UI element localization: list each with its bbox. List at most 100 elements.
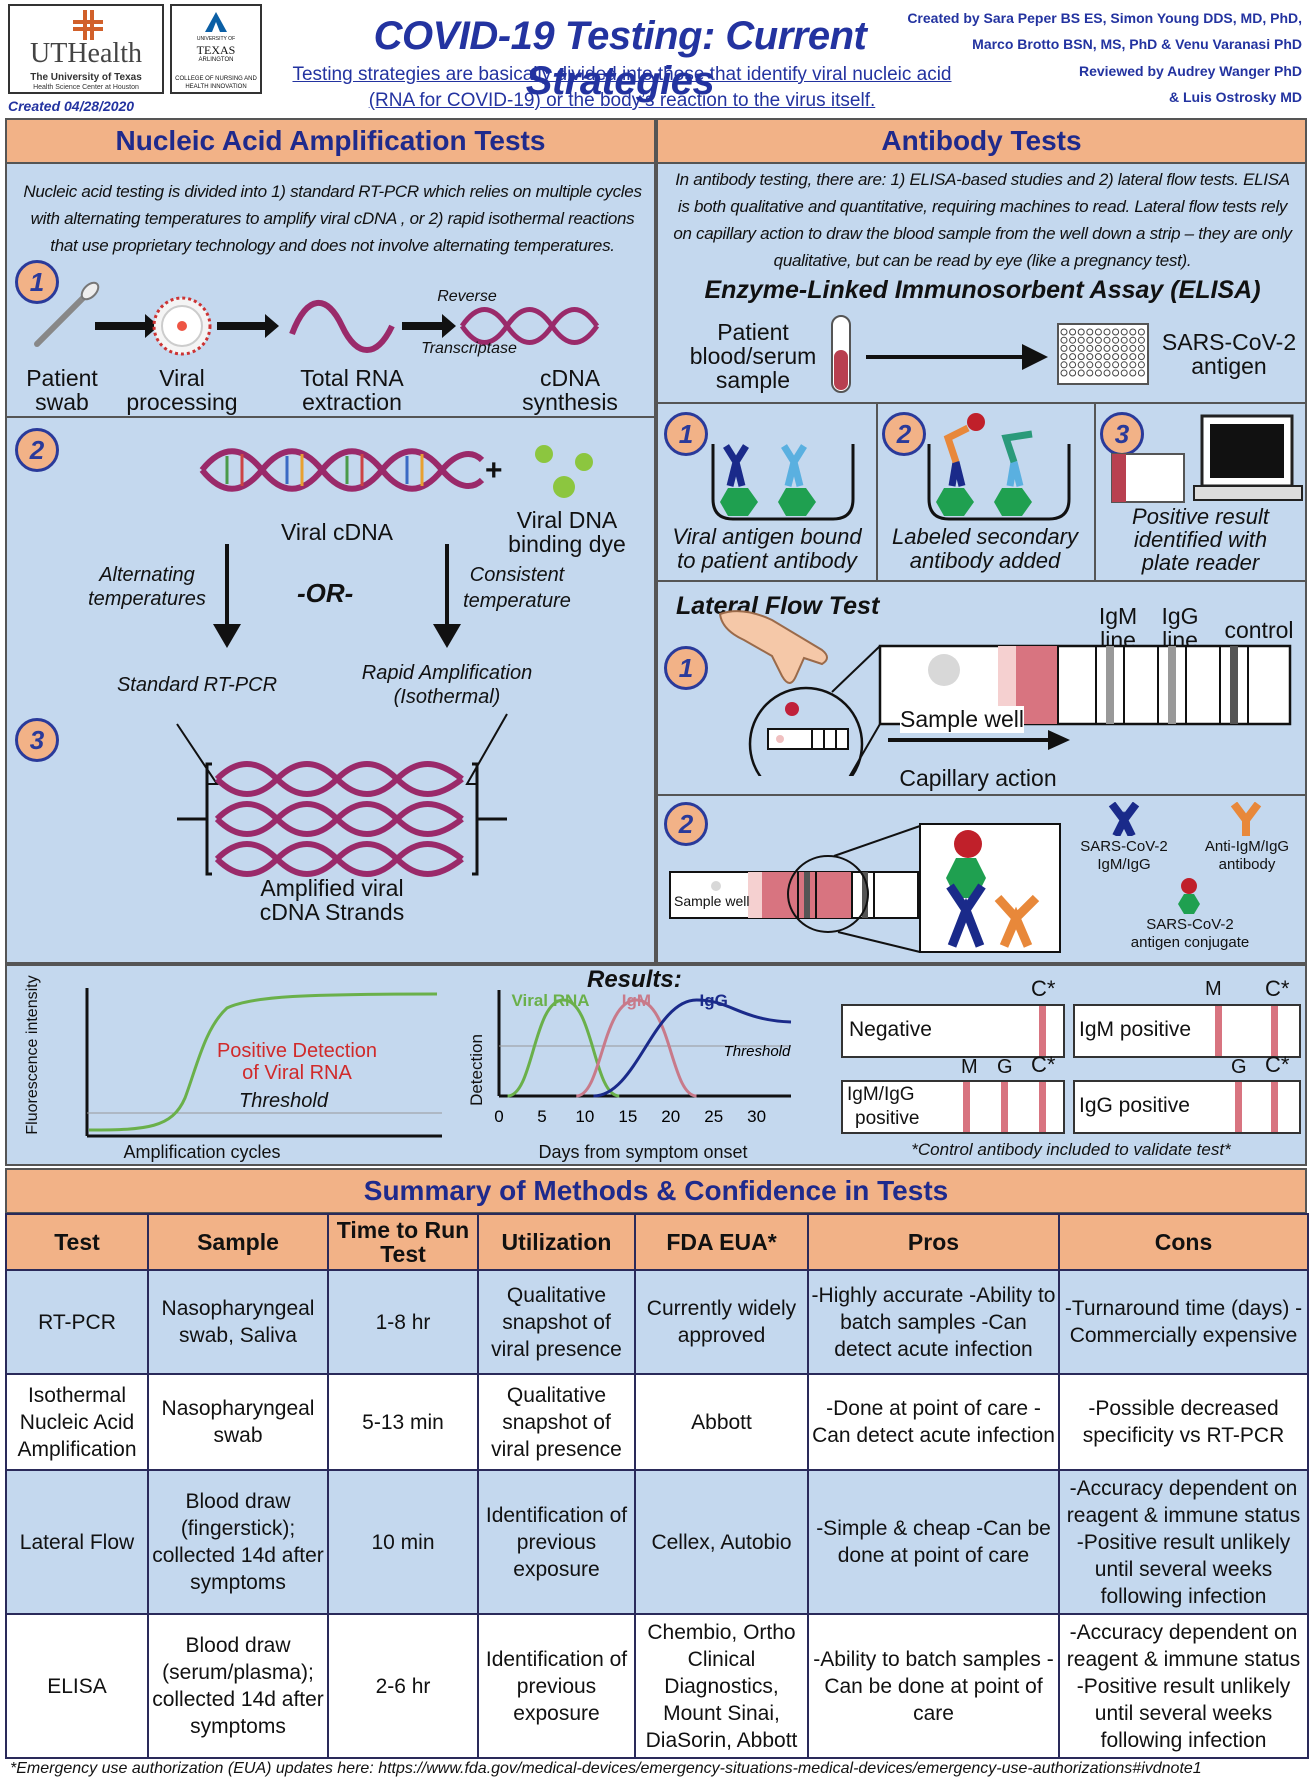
plate-well <box>1069 361 1077 369</box>
table-cell: Abbott <box>634 1373 809 1471</box>
strip-note: *Control antibody included to validate t… <box>911 1140 1231 1159</box>
results-panel: Results: Fluorescence intensity Positive… <box>5 964 1307 1166</box>
plate-well <box>1060 361 1068 369</box>
uthealth-emblem-icon <box>73 10 103 40</box>
plate-well <box>1077 344 1085 352</box>
control-line <box>1039 1082 1046 1132</box>
table-row: ELISA Blood draw (serum/plasma); collect… <box>5 1613 1309 1759</box>
table-cell: Cellex, Autobio <box>634 1469 809 1615</box>
fluorescence-chart <box>85 988 442 1138</box>
series-label-3: IgG <box>700 991 728 1010</box>
consistent-label-2: temperature <box>463 590 571 612</box>
antibody-heading: Antibody Tests <box>881 125 1082 156</box>
credit-line-2: Marco Brotto BSN, MS, PhD & Venu Varanas… <box>972 36 1302 52</box>
plate-well <box>1060 328 1068 336</box>
plate-well <box>1094 344 1102 352</box>
plate-well <box>1086 328 1094 336</box>
result-iggm-positive: IgM/IgG positive <box>841 1080 1065 1134</box>
plate-well <box>1077 353 1085 361</box>
label-patient-swab-2: swab <box>35 389 89 415</box>
naat-divider <box>7 416 656 418</box>
arrow-icon <box>217 314 279 338</box>
footnote-link[interactable]: *Emergency use authorization (EUA) updat… <box>10 1760 1202 1777</box>
plate-well <box>1120 369 1128 377</box>
table-cell: Qualitative snapshot of viral presence <box>477 1373 636 1471</box>
antibody-intro-3: on capillary action to draw the blood sa… <box>673 224 1292 243</box>
igg-line-label-1: IgG <box>1161 603 1199 629</box>
plate-well <box>1129 353 1137 361</box>
dye-label-2: binding dye <box>508 531 626 557</box>
result-igg-positive: IgG positive <box>1073 1080 1301 1134</box>
plate-well <box>1103 344 1111 352</box>
fluor-xlabel: Amplification cycles <box>123 1142 281 1162</box>
table-cell: RT-PCR <box>5 1269 149 1375</box>
table-cell: Nasopharyngeal swab <box>147 1373 329 1471</box>
plate-well <box>1086 369 1094 377</box>
plate-well <box>1069 344 1077 352</box>
table-cell: 1-8 hr <box>327 1269 479 1375</box>
plate-well <box>1137 344 1145 352</box>
plate-well <box>1137 353 1145 361</box>
down-arrow-icon <box>213 624 241 648</box>
plate-well <box>1120 361 1128 369</box>
control-line <box>1271 1006 1278 1056</box>
uthealth-sub1: The University of Texas <box>30 72 142 83</box>
naat-step1-illustration <box>34 281 600 356</box>
strip-m-1: M <box>1205 978 1222 1000</box>
label-rna-extraction-1: Total RNA <box>300 365 404 391</box>
plate-well <box>1112 328 1120 336</box>
arrow-icon <box>95 314 159 338</box>
plate-well <box>1129 336 1137 344</box>
table-cell: -Simple & cheap -Can be done at point of… <box>807 1469 1060 1615</box>
naat-intro-2: with alternating temperatures to amplify… <box>30 209 635 228</box>
col-header-pros: Pros <box>807 1213 1060 1271</box>
table-cell: Nasopharyngeal swab, Saliva <box>147 1269 329 1375</box>
table-cell: -Possible decreased specificity vs RT-PC… <box>1058 1373 1309 1471</box>
lateral-step2-number: 2 <box>664 802 708 846</box>
plate-well <box>1129 361 1137 369</box>
control-line <box>1039 1006 1046 1056</box>
strip-c-1: C* <box>1031 976 1056 1001</box>
uta-line5: HEALTH INNOVATION <box>185 84 247 90</box>
fluor-positive-2: of Viral RNA <box>242 1062 352 1084</box>
plate-well <box>1094 369 1102 377</box>
plate-well <box>1129 328 1137 336</box>
plate-well <box>1120 336 1128 344</box>
down-arrow-icon <box>433 624 461 648</box>
page-title: COVID-19 Testing: Current Strategies <box>373 14 867 103</box>
credit-line-4: & Luis Ostrosky MD <box>1168 89 1302 105</box>
plus-sign: + <box>485 454 503 487</box>
blood-drop-icon <box>785 702 799 716</box>
elisa-step2-number: 2 <box>882 412 926 456</box>
table-cell: Qualitative snapshot of viral presence <box>477 1269 636 1375</box>
naat-panel: Nucleic acid testing is divided into 1) … <box>5 164 656 964</box>
alternating-label-2: temperatures <box>88 588 206 610</box>
elisa-sample-1: Patient <box>717 319 789 345</box>
x-tick-label: 0 <box>494 1107 503 1126</box>
sample-well-small-label: Sample well <box>674 893 750 909</box>
uthealth-logo: UTHealth The University of Texas Health … <box>8 4 164 94</box>
col-header-cons: Cons <box>1058 1213 1309 1271</box>
naat-heading: Nucleic Acid Amplification Tests <box>115 125 546 156</box>
table-cell: -Ability to batch samples -Can be done a… <box>807 1613 1060 1759</box>
summary-heading: Summary of Methods & Confidence in Tests <box>363 1175 949 1206</box>
table-cell: Identification of previous exposure <box>477 1469 636 1615</box>
col-header-sample: Sample <box>147 1213 329 1271</box>
plate-well <box>1137 336 1145 344</box>
uta-logo: UNIVERSITY OF TEXAS ARLINGTON COLLEGE OF… <box>170 4 262 94</box>
strip-g-1: G <box>997 1056 1013 1078</box>
viral-cdna-label: Viral cDNA <box>280 519 394 545</box>
created-date: Created 04/28/2020 <box>8 98 135 114</box>
elisa-divider-v1 <box>876 402 878 580</box>
threshold-label: Threshold <box>724 1043 791 1060</box>
lateral-step1-number: 1 <box>664 646 708 690</box>
table-cell: Chembio, Ortho Clinical Diagnostics, Mou… <box>634 1613 809 1759</box>
elisa-divider-v2 <box>1094 402 1096 580</box>
strip-c-3: C* <box>1031 1052 1056 1077</box>
naat-intro-1: Nucleic acid testing is divided into 1) … <box>23 182 642 201</box>
plate-well <box>1137 369 1145 377</box>
antibody-intro-2: is both qualitative and quantitative, re… <box>677 197 1288 216</box>
consistent-label-1: Consistent <box>469 564 565 586</box>
elisa-sample-3: sample <box>715 367 791 393</box>
